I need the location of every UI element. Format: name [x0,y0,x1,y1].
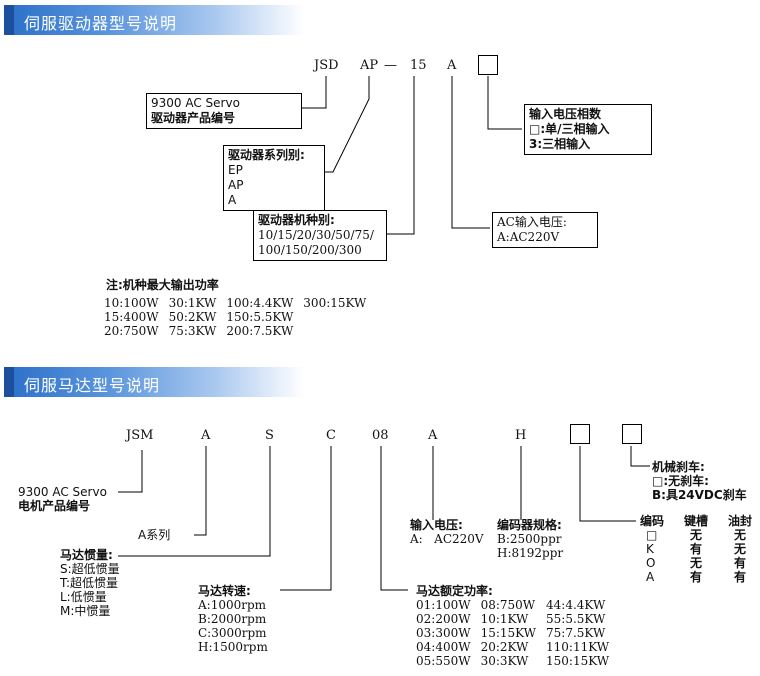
model-box: 驱动器机种别: 10/15/20/30/50/75/ 100/150/200/3… [253,210,387,261]
code-brake-box [622,424,642,444]
section-title: 伺服驱动器型号说明 [24,14,178,33]
note-title: 注:机种最大输出功率 [106,278,219,292]
model-line1: 10/15/20/30/50/75/ [258,228,374,242]
model-line2: 100/150/200/300 [258,243,362,257]
code-a-voltage: A [428,428,438,443]
table-row: 编码 键槽 油封 [640,514,753,528]
voltage-box: AC输入电压: A:AC220V [492,212,598,248]
product-line1: 9300 AC Servo [151,96,240,110]
model-title: 驱动器机种别: [258,213,335,227]
phase-three: 3:三相输入 [529,137,591,151]
code-option-box [570,424,590,444]
encoder-spec: 编码器规格: B:2500ppr H:8192ppr [497,518,564,560]
code-s: S [265,428,274,443]
motor-product-label: 9300 AC Servo 电机产品编号 [18,485,107,513]
series-a: A [228,193,237,207]
rated-title: 马达额定功率: [416,584,493,598]
code-a-series: A [201,428,211,443]
table-row: □ 无 无 [646,528,747,542]
code-ap: AP [360,58,379,73]
phase-single: □:单/三相输入 [529,122,610,136]
code-jsm: JSM [126,428,154,443]
section-header-driver: 伺服驱动器型号说明 [4,5,304,35]
code-a: A [447,58,457,73]
product-line2: 驱动器产品编号 [151,111,236,125]
table-row: K 有 无 [646,542,747,556]
series-title: 驱动器系列别: [228,148,305,162]
header-tab [4,5,14,35]
product-box: 9300 AC Servo 驱动器产品编号 [146,93,302,129]
code-h: H [515,428,527,443]
inertia-list: 马达惯量: S:超低惯量 T:超低惯量 L:低惯量 M:中惯量 [60,548,120,618]
series-ap: AP [228,178,244,192]
series-box: 驱动器系列别: EP AP A [223,145,325,211]
table-row: O 无 有 [646,556,747,570]
section-title: 伺服马达型号说明 [24,376,161,395]
table-row: A 有 有 [646,570,747,584]
code-dash: — [384,58,397,73]
voltage-value: A:AC220V [497,230,560,244]
input-voltage: 输入电压: A: AC220V [410,518,484,546]
code-jsd: JSD [314,58,339,73]
code-08: 08 [372,428,389,443]
header-tab [4,367,14,397]
voltage-title: AC输入电压: [497,215,567,229]
section-header-motor: 伺服马达型号说明 [4,367,304,397]
code-15: 15 [410,58,427,73]
series-ep: EP [228,163,243,177]
code-phase-box [478,55,498,75]
option-table: 编码 键槽 油封 □ 无 无 K 有 无 O 无 有 A 有 有 [640,514,760,584]
phase-title: 输入电压相数 [529,107,602,121]
speed-list: 马达转速: A:1000rpm B:2000rpm C:3000rpm H:15… [198,584,268,654]
series-label: A系列 [138,528,171,542]
code-c: C [326,428,336,443]
brake-spec: 机械刹车: □:无刹车: B:具24VDC刹车 [652,460,747,502]
phase-box: 输入电压相数 □:单/三相输入 3:三相输入 [524,104,652,155]
